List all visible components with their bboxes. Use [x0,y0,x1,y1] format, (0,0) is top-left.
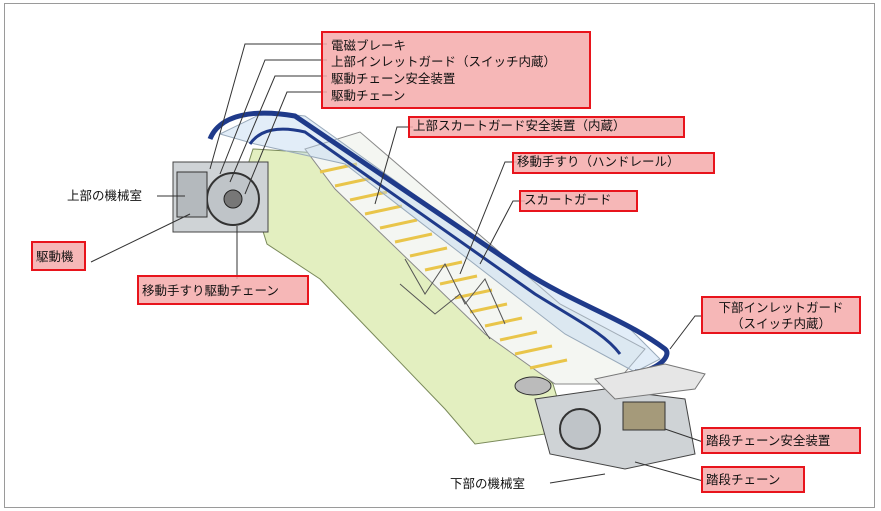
label-upper-inlet-guard: 上部インレットガード（スイッチ内蔵） [331,54,557,69]
label-upper-machine-room: 上部の機械室 [67,188,143,203]
label-lower-inlet-guard: 下部インレットガード （スイッチ内蔵） [701,296,861,334]
label-upper-skirt-guard-safety: 上部スカートガード安全装置（内蔵） [408,116,685,138]
handrail-outer [207,110,670,375]
handrail-inner [248,127,622,355]
middle-drive-unit [514,376,552,396]
label-step-chain-safety: 踏段チェーン安全装置 [701,427,861,454]
label-skirt-guard: スカートガード [519,190,638,212]
label-drive-machine: 駆動機 [31,241,86,271]
label-lower-machine-room: 下部の機械室 [450,476,526,491]
escalator-illustration [90,43,706,484]
label-denji-brake: 電磁ブレーキ [331,38,407,53]
label-moving-handrail: 移動手すり（ハンドレール） [512,152,715,174]
label-drive-chain: 駆動チェーン [331,88,406,103]
label-handrail-drive-chain: 移動手すり駆動チェーン [137,275,309,305]
truss-lattice [399,258,506,340]
label-step-chain: 踏段チェーン [701,466,805,493]
lower-landing-plate [593,363,706,400]
label-lower-inlet-guard-line2: （スイッチ内蔵） [730,316,831,331]
leader-lines [90,43,704,484]
label-drive-chain-safety: 駆動チェーン安全装置 [331,71,456,86]
upper-parts-label-group: 電磁ブレーキ 上部インレットガード（スイッチ内蔵） 駆動チェーン安全装置 駆動チ… [321,31,591,109]
label-lower-inlet-guard-line1: 下部インレットガード [718,300,844,315]
diagram-frame: 電磁ブレーキ 上部インレットガード（スイッチ内蔵） 駆動チェーン安全装置 駆動チ… [4,3,875,508]
drive-machine-shape [176,171,208,218]
